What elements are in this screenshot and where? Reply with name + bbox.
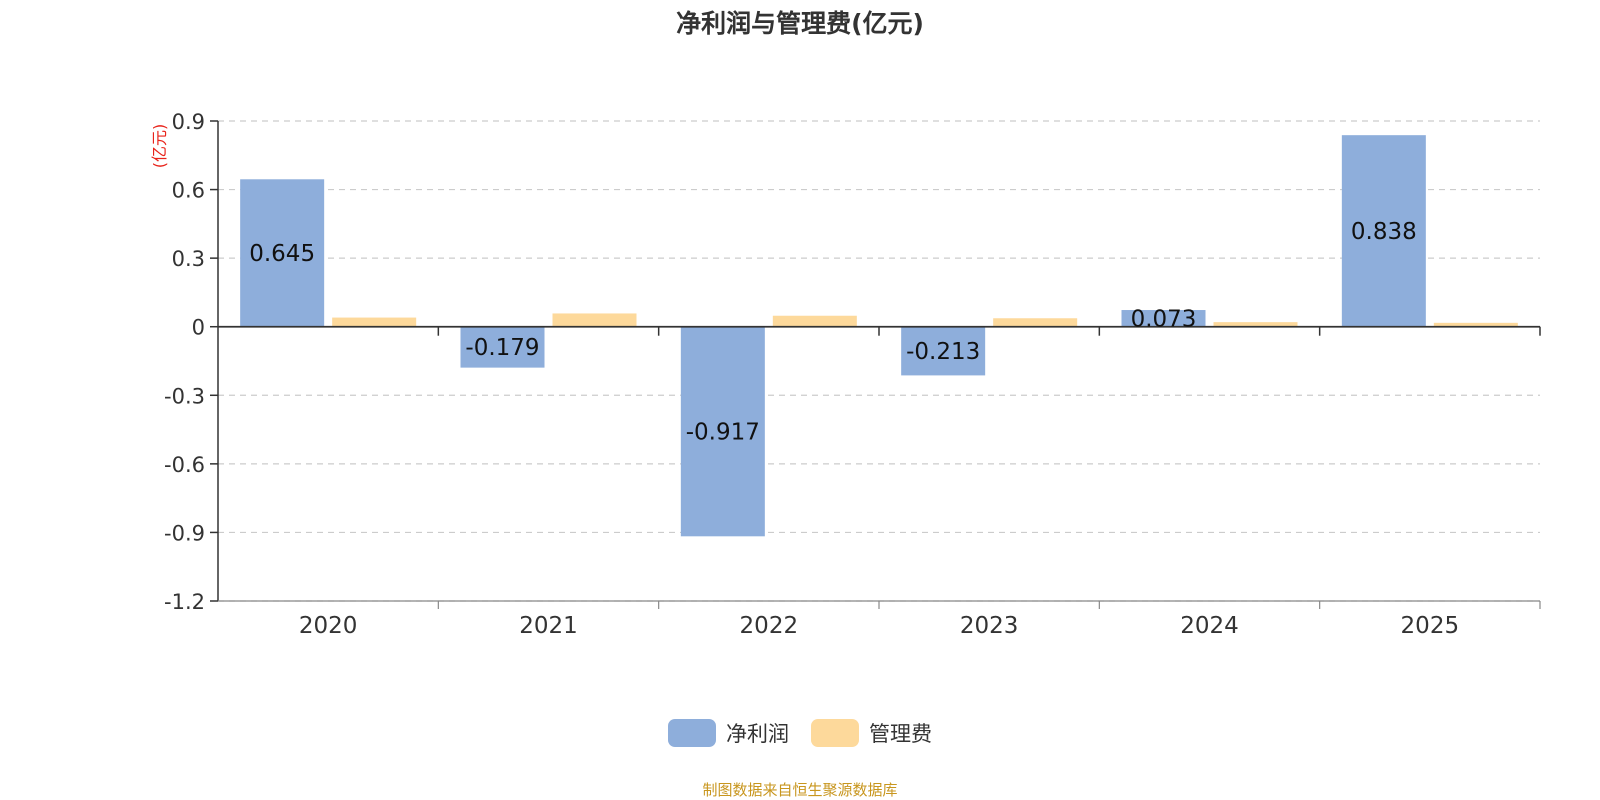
y-tick-label: -0.6: [164, 453, 205, 477]
bar-mgmt-fee: [552, 313, 637, 327]
x-tick-label: 2022: [740, 613, 799, 639]
y-tick-label: -0.3: [164, 384, 205, 408]
bar-net-profit: [240, 179, 325, 327]
bar-mgmt-fee: [332, 317, 417, 327]
bar-net-profit: [460, 326, 545, 368]
y-tick-label: 0.9: [172, 110, 205, 134]
data-label: 0.645: [249, 241, 315, 267]
y-tick-label: 0.3: [172, 247, 205, 271]
chart-title: 净利润与管理费(亿元): [676, 9, 924, 38]
x-tick-label: 2025: [1401, 613, 1460, 639]
data-label: 0.838: [1351, 219, 1417, 245]
legend: 净利润 管理费: [0, 718, 1600, 748]
bar-mgmt-fee: [1433, 322, 1518, 327]
y-tick-label: 0: [192, 316, 205, 340]
bar-mgmt-fee: [993, 318, 1078, 327]
data-label: 0.073: [1131, 306, 1197, 332]
y-tick-label: 0.6: [172, 179, 205, 203]
x-tick-label: 2024: [1180, 613, 1239, 639]
legend-label-mgmt-fee: 管理费: [869, 722, 932, 746]
y-tick-label: -1.2: [164, 590, 205, 614]
legend-label-net-profit: 净利润: [726, 722, 789, 746]
legend-item-net-profit[interactable]: 净利润: [668, 718, 789, 748]
data-label: -0.213: [906, 339, 980, 365]
y-tick-label: -0.9: [164, 521, 205, 545]
data-label: -0.179: [465, 335, 539, 361]
bar-net-profit: [680, 326, 765, 537]
legend-item-mgmt-fee[interactable]: 管理费: [811, 718, 932, 748]
data-labels: 0.645 -0.179 -0.917 -0.213 0.073 0.838: [249, 219, 1417, 446]
grid-lines: [218, 120, 1540, 602]
bar-net-profit: [1121, 310, 1206, 327]
bars: [240, 135, 1518, 537]
x-tick-label: 2021: [519, 613, 578, 639]
bar-mgmt-fee: [772, 315, 857, 327]
data-label: -0.917: [686, 420, 760, 446]
y-axis-unit-label: (亿元): [150, 124, 169, 169]
source-note: 制图数据来自恒生聚源数据库: [702, 781, 898, 799]
axes: 0.9 0.6 0.3 0 -0.3 -0.6 -0.9 -1.2 2020 2021 2022 20…: [164, 110, 1541, 639]
x-tick-label: 2020: [299, 613, 358, 639]
x-tick-label: 2023: [960, 613, 1019, 639]
bar-net-profit: [901, 326, 986, 376]
bar-net-profit: [1341, 135, 1426, 327]
legend-swatch-net-profit: [668, 719, 716, 747]
bar-mgmt-fee: [1213, 322, 1298, 327]
legend-swatch-mgmt-fee: [811, 719, 859, 747]
